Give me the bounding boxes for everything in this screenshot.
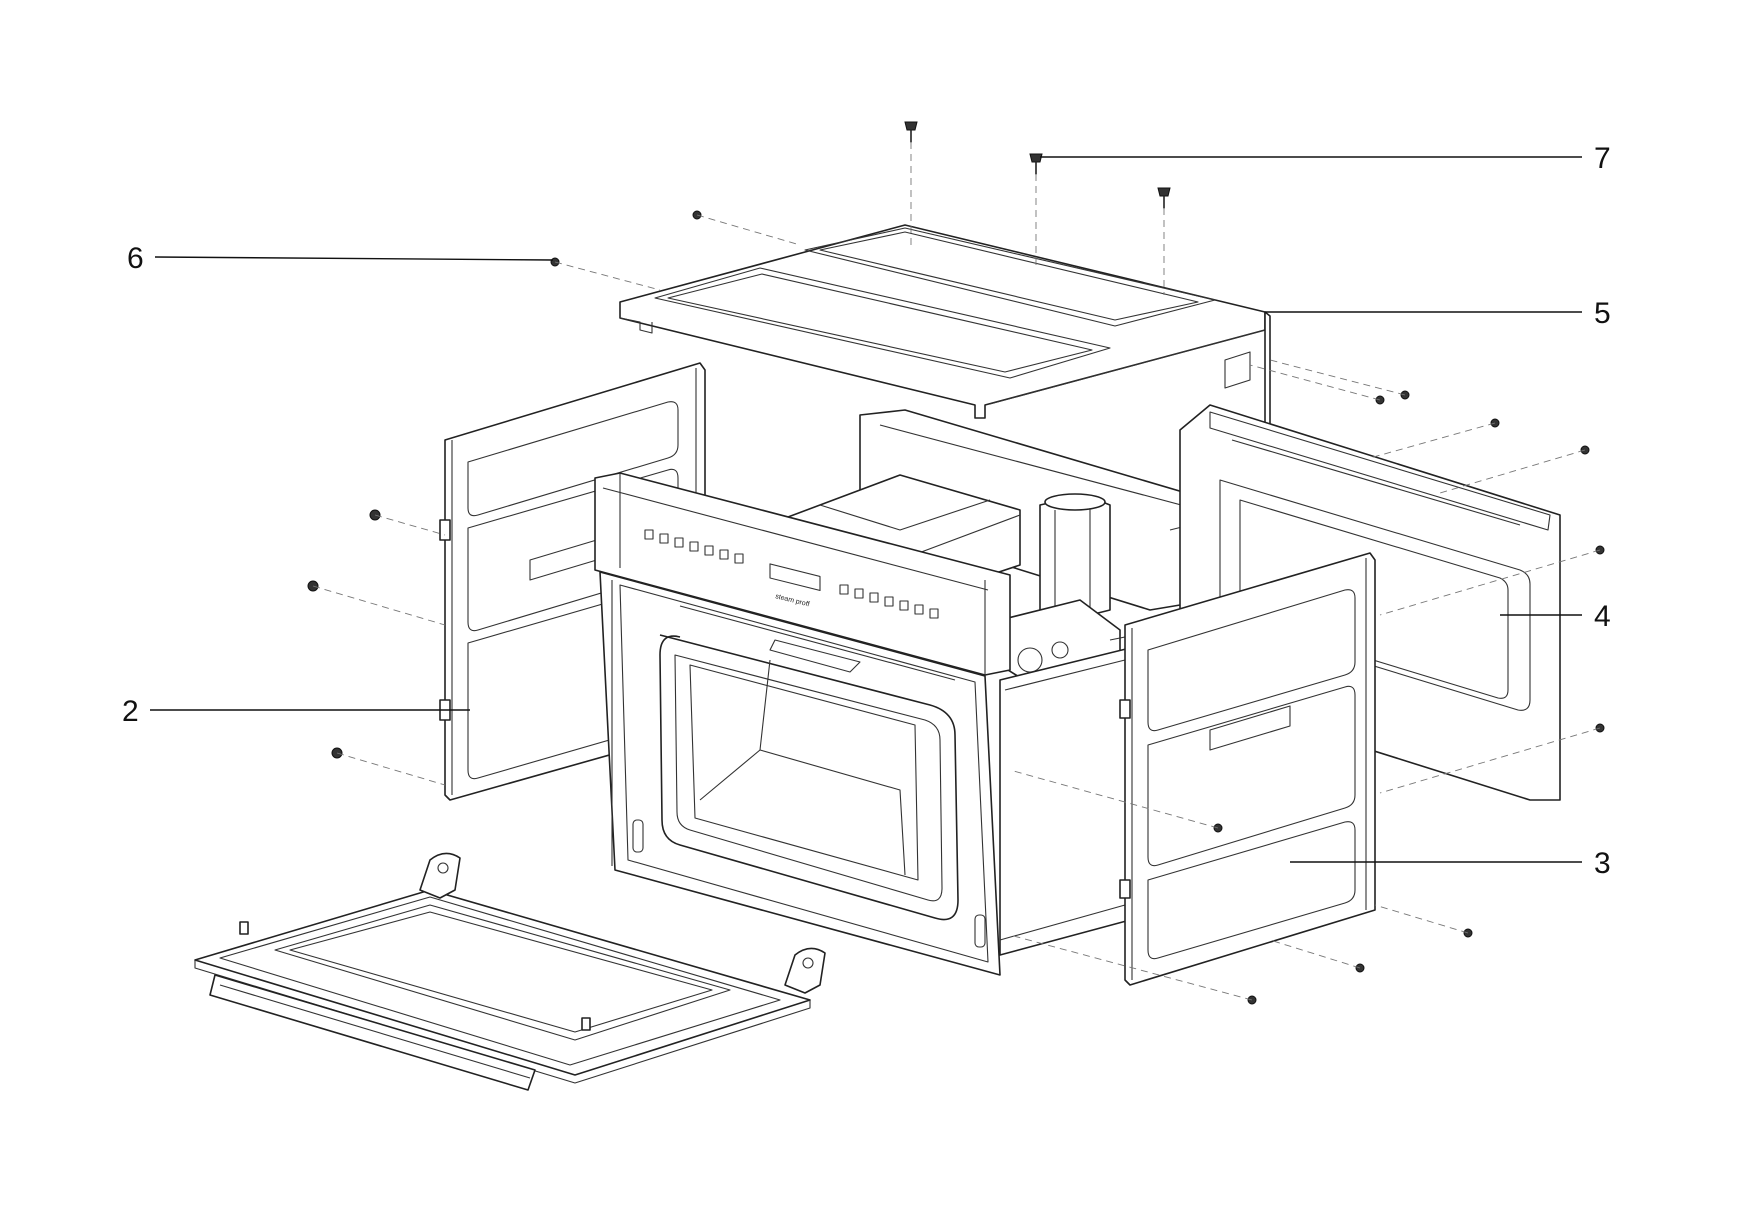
callout-label-6: 6 — [127, 242, 144, 275]
callout-label-7: 7 — [1594, 142, 1611, 175]
callout-2: 2 — [122, 695, 470, 728]
top-cover-panel — [619, 224, 1271, 443]
callout-3: 3 — [1290, 847, 1611, 880]
callout-6: 6 — [127, 242, 554, 275]
screw-icon — [1029, 153, 1043, 175]
oven-front-body: steam proff — [594, 472, 1131, 976]
callout-5: 5 — [1265, 297, 1611, 330]
callout-label-2: 2 — [122, 695, 139, 728]
control-buttons-right — [839, 584, 939, 619]
control-display — [769, 563, 821, 592]
screw-icon — [1157, 187, 1171, 209]
callout-label-5: 5 — [1594, 297, 1611, 330]
oven-door — [194, 852, 826, 1091]
callout-label-4: 4 — [1594, 600, 1611, 633]
control-buttons-left — [644, 529, 744, 564]
callout-7: 7 — [1040, 142, 1611, 175]
fastener-screws — [307, 121, 1605, 1005]
callout-label-3: 3 — [1594, 847, 1611, 880]
callout-4: 4 — [1500, 600, 1611, 633]
right-front-side-panel — [1119, 552, 1376, 986]
screw-icon — [904, 121, 918, 143]
